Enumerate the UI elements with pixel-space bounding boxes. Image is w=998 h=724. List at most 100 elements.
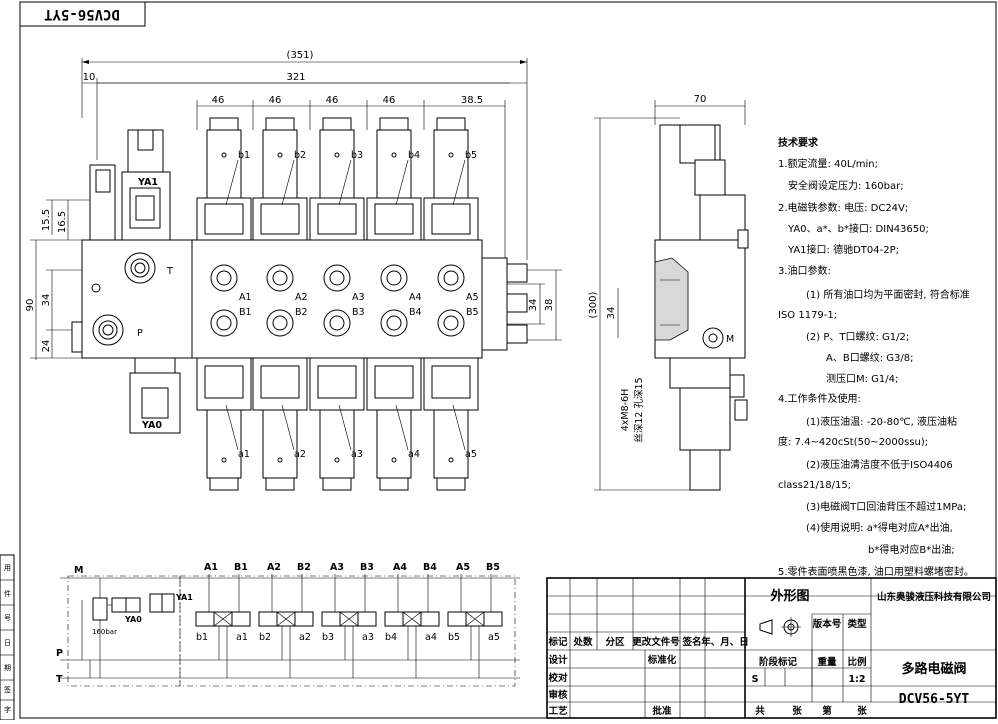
side-depth: 丝深12 孔深15 <box>633 377 645 442</box>
side-dim-34: 34 <box>606 307 617 320</box>
port-label-b5: B5 <box>466 307 479 318</box>
section-label-b3: b3 <box>351 150 363 161</box>
dim-right-a: 34 <box>528 299 539 312</box>
tb-rev-2: 分区 <box>605 636 625 648</box>
section-label-b5: b5 <box>465 150 477 161</box>
tech-line-7: (1) 所有油口均为平面密封, 符合标准 <box>806 288 970 301</box>
tb-role-2: 审核 <box>548 689 568 701</box>
tb-rev-4: 签名 <box>681 636 701 648</box>
tb-stage-value: S <box>752 674 759 685</box>
port-p-label: P <box>137 328 143 339</box>
sch-p: P <box>56 648 63 659</box>
schematic-label-a2: a2 <box>299 632 311 643</box>
top-dimensions: (351) 10 321 46 46 46 46 38.5 <box>81 50 528 260</box>
corner-label: DCV56-5YT <box>44 6 120 22</box>
tech-line-14: 度: 7.4~420cSt(50~2000ssu); <box>778 435 928 448</box>
section-label-b4: b4 <box>408 150 420 161</box>
drawing-border <box>19 1 997 719</box>
port-label-a2: A2 <box>295 292 308 303</box>
section-label-b1: b1 <box>238 150 250 161</box>
left-strip-4: 期 <box>4 664 11 672</box>
schematic-label-a3: a3 <box>362 632 374 643</box>
tb-std: 标准化 <box>647 654 677 666</box>
schematic-label-b4: b4 <box>385 632 397 643</box>
schematic-label-b5: b5 <box>448 632 460 643</box>
schematic-port-a5: A5 <box>456 562 470 573</box>
dim-pitch-1: 46 <box>212 95 225 106</box>
left-margin-strip: 用 件 号 日 期 签 字 <box>0 554 15 721</box>
dim-h2: 16.5 <box>57 211 68 233</box>
schematic-port-b5: B5 <box>486 562 500 573</box>
dim-offset: 10 <box>83 72 96 83</box>
dim-right-b: 38 <box>544 299 555 312</box>
dim-h-mid: 34 <box>41 294 52 307</box>
schematic-label-a4: a4 <box>425 632 437 643</box>
dim-pitch-3: 46 <box>326 95 339 106</box>
schematic-label-a5: a5 <box>488 632 500 643</box>
tech-line-8: ISO 1179-1; <box>778 310 837 321</box>
main-body <box>191 239 483 359</box>
tb-sheet-total: 共 <box>755 705 765 717</box>
tech-line-13: (1)液压油温: -20-80℃, 液压油粘 <box>806 415 957 428</box>
yao-solenoid: YA0 <box>129 357 181 434</box>
schematic-port-a3: A3 <box>330 562 344 573</box>
tb-drawing-name: 外形图 <box>769 588 809 604</box>
tb-type: 类型 <box>847 618 867 630</box>
schematic-label-b2: b2 <box>259 632 271 643</box>
left-strip-1: 件 <box>4 589 11 598</box>
tb-version: 版本号 <box>812 618 842 630</box>
tb-sheet-no: 第 <box>822 705 832 717</box>
schematic-port-b1: B1 <box>234 562 248 573</box>
dim-pitch-5: 38.5 <box>461 95 483 106</box>
tb-company: 山东奥骏液压科技有限公司 <box>877 591 991 603</box>
end-plate <box>481 257 528 351</box>
tech-line-19: b*得电对应B*出油; <box>868 543 955 556</box>
tb-product: 多路电磁阀 <box>901 661 966 677</box>
inlet-body: T P <box>71 239 193 359</box>
side-port-m <box>702 327 724 349</box>
tb-model: DCV56-5YT <box>899 692 970 707</box>
dim-pitch-4: 46 <box>383 95 396 106</box>
tech-line-11: 测压口M: G1/4; <box>826 372 898 385</box>
tb-scale: 1:2 <box>848 674 865 685</box>
tb-stage-1: 重量 <box>817 656 837 668</box>
tb-sheet-label: 张 <box>792 705 802 717</box>
tech-line-20: 5.零件表面喷黑色漆, 油口用塑料螺堵密封。 <box>778 565 974 578</box>
projection-symbol-icon <box>759 617 801 637</box>
port-label-b4: B4 <box>409 307 422 318</box>
tb-rev-5: 年、月、日 <box>701 636 749 648</box>
side-port-m-label: M <box>726 334 734 345</box>
section-label-a4: a4 <box>408 449 420 460</box>
dim-h1: 15.5 <box>41 209 52 231</box>
port-label-a3: A3 <box>352 292 365 303</box>
schematic-label-b3: b3 <box>322 632 334 643</box>
front-view: (351) 10 321 46 46 46 46 38.5 90 <box>25 50 562 491</box>
tb-rev-0: 标记 <box>547 636 568 648</box>
port-label-a5: A5 <box>466 292 479 303</box>
sch-relief: 160bar <box>92 628 117 636</box>
port-label-b2: B2 <box>295 307 308 318</box>
tech-line-3: 2.电磁铁参数: 电压: DC24V; <box>778 201 908 214</box>
section-label-a5: a5 <box>465 449 477 460</box>
section-label-a2: a2 <box>294 449 306 460</box>
tech-line-10: A、B口螺纹: G3/8; <box>826 351 913 364</box>
ya1-solenoid: YA1 <box>89 129 171 241</box>
schematic-port-a2: A2 <box>267 562 281 573</box>
schematic-label-b1: b1 <box>196 632 208 643</box>
section-label-b2: b2 <box>294 150 306 161</box>
tech-title: 技术要求 <box>778 136 819 149</box>
tb-stage-0: 阶段标记 <box>759 656 798 668</box>
tech-line-2: 安全阀设定压力: 160bar; <box>788 179 904 192</box>
tb-stage-2: 比例 <box>847 656 866 668</box>
schematic-port-b4: B4 <box>423 562 437 573</box>
